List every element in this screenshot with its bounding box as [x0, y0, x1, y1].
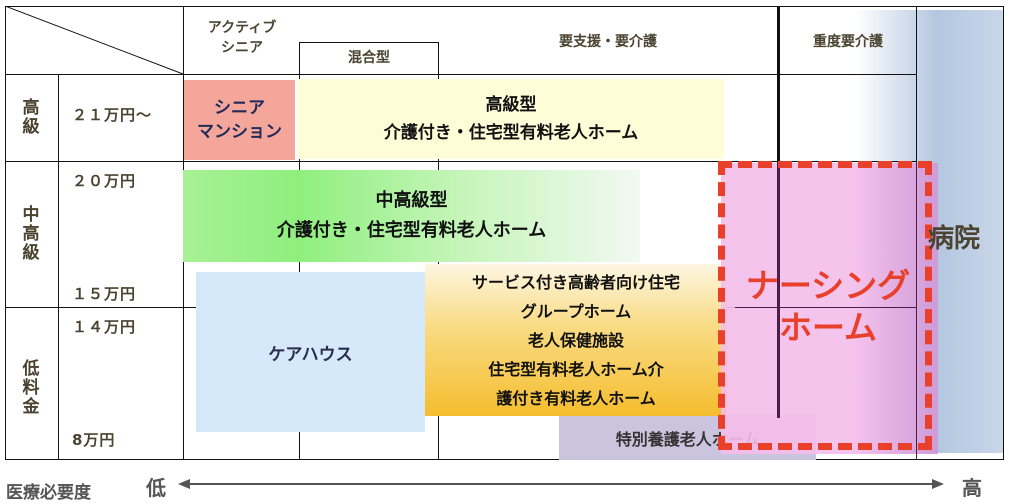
grid-left [5, 6, 6, 460]
senior-mansion-line1: シニア [214, 98, 265, 118]
services-line5: 護付き有料老人ホーム [496, 388, 656, 408]
price-14: １４万円 [72, 318, 137, 336]
grid-row1-bottom [5, 161, 917, 162]
band-low: 低 料 金 [19, 360, 43, 417]
band-low-char: 金 [22, 397, 40, 417]
axis-high: 高 [962, 476, 982, 500]
header-active-senior-line2: シニア [221, 40, 263, 56]
header-mixed: 混合型 [348, 50, 390, 66]
nursing-home-dashed-border [718, 161, 932, 450]
services-line1: サービス付き高齢者向け住宅 [471, 272, 680, 292]
grid-right [1003, 6, 1004, 460]
luxury-box: 高級型 介護付き・住宅型有料老人ホーム [298, 79, 724, 159]
band-mid-char: 中 [22, 205, 40, 225]
services-box: サービス付き高齢者向け住宅 グループホーム 老人保健施設 住宅型有料老人ホーム介… [425, 264, 727, 416]
band-high: 高 級 [19, 99, 43, 137]
grid-band-divider [58, 74, 59, 460]
price-15: １５万円 [72, 285, 137, 303]
services-line2: グループホーム [520, 301, 632, 321]
price-20: ２０万円 [72, 172, 137, 190]
senior-mansion-line2: マンション [197, 122, 282, 142]
header-heavy-care: 重度要介護 [813, 34, 883, 50]
services-line3: 老人保健施設 [527, 330, 624, 350]
price-8: 8万円 [72, 431, 116, 449]
nursing-home-label: ナーシング ホーム [728, 262, 928, 352]
axis-low: 低 [146, 476, 166, 500]
mid-luxury-line2: 介護付き・住宅型有料老人ホーム [276, 220, 547, 241]
grid-bottom [5, 459, 1003, 460]
luxury-line2: 介護付き・住宅型有料老人ホーム [383, 123, 639, 143]
nursing-inner-hline [735, 307, 917, 308]
luxury-line1: 高級型 [485, 95, 537, 115]
grid-mixed-top [299, 42, 439, 43]
axis-arrow [178, 479, 944, 489]
grid-header-bottom [5, 74, 917, 75]
band-high-char: 級 [22, 117, 40, 137]
hospital-label: 病院 [928, 224, 981, 254]
corner-diagonal [5, 6, 184, 75]
band-mid-char: 級 [22, 243, 40, 263]
header-support-care: 要支援・要介護 [559, 34, 657, 50]
band-low-char: 低 [22, 359, 40, 379]
senior-mansion-box: シニア マンション [184, 80, 295, 160]
price-21: ２１万円～ [72, 106, 153, 124]
nursing-home-region [721, 163, 938, 454]
mid-luxury-line1: 中高級型 [375, 190, 448, 211]
band-high-char: 高 [22, 98, 40, 118]
nursing-right-line [916, 163, 917, 460]
band-low-char: 料 [22, 378, 40, 398]
nursing-home-line1: ナーシング [745, 266, 911, 305]
care-house-box: ケアハウス [196, 272, 425, 432]
band-mid-char: 高 [22, 224, 40, 244]
services-line4: 住宅型有料老人ホーム介 [488, 359, 664, 379]
mid-luxury-box: 中高級型 介護付き・住宅型有料老人ホーム [183, 170, 640, 262]
header-active-senior-line1: アクティブ [207, 20, 277, 36]
care-house-label: ケアハウス [268, 344, 353, 365]
band-mid-high: 中 高 級 [19, 206, 43, 263]
grid-top [5, 6, 1003, 7]
nursing-home-line2: ホーム [778, 308, 877, 347]
header-active-senior: アクティブ シニア [186, 18, 298, 58]
axis-label: 医療必要度 [6, 483, 91, 503]
nursing-inner-line [777, 163, 780, 418]
